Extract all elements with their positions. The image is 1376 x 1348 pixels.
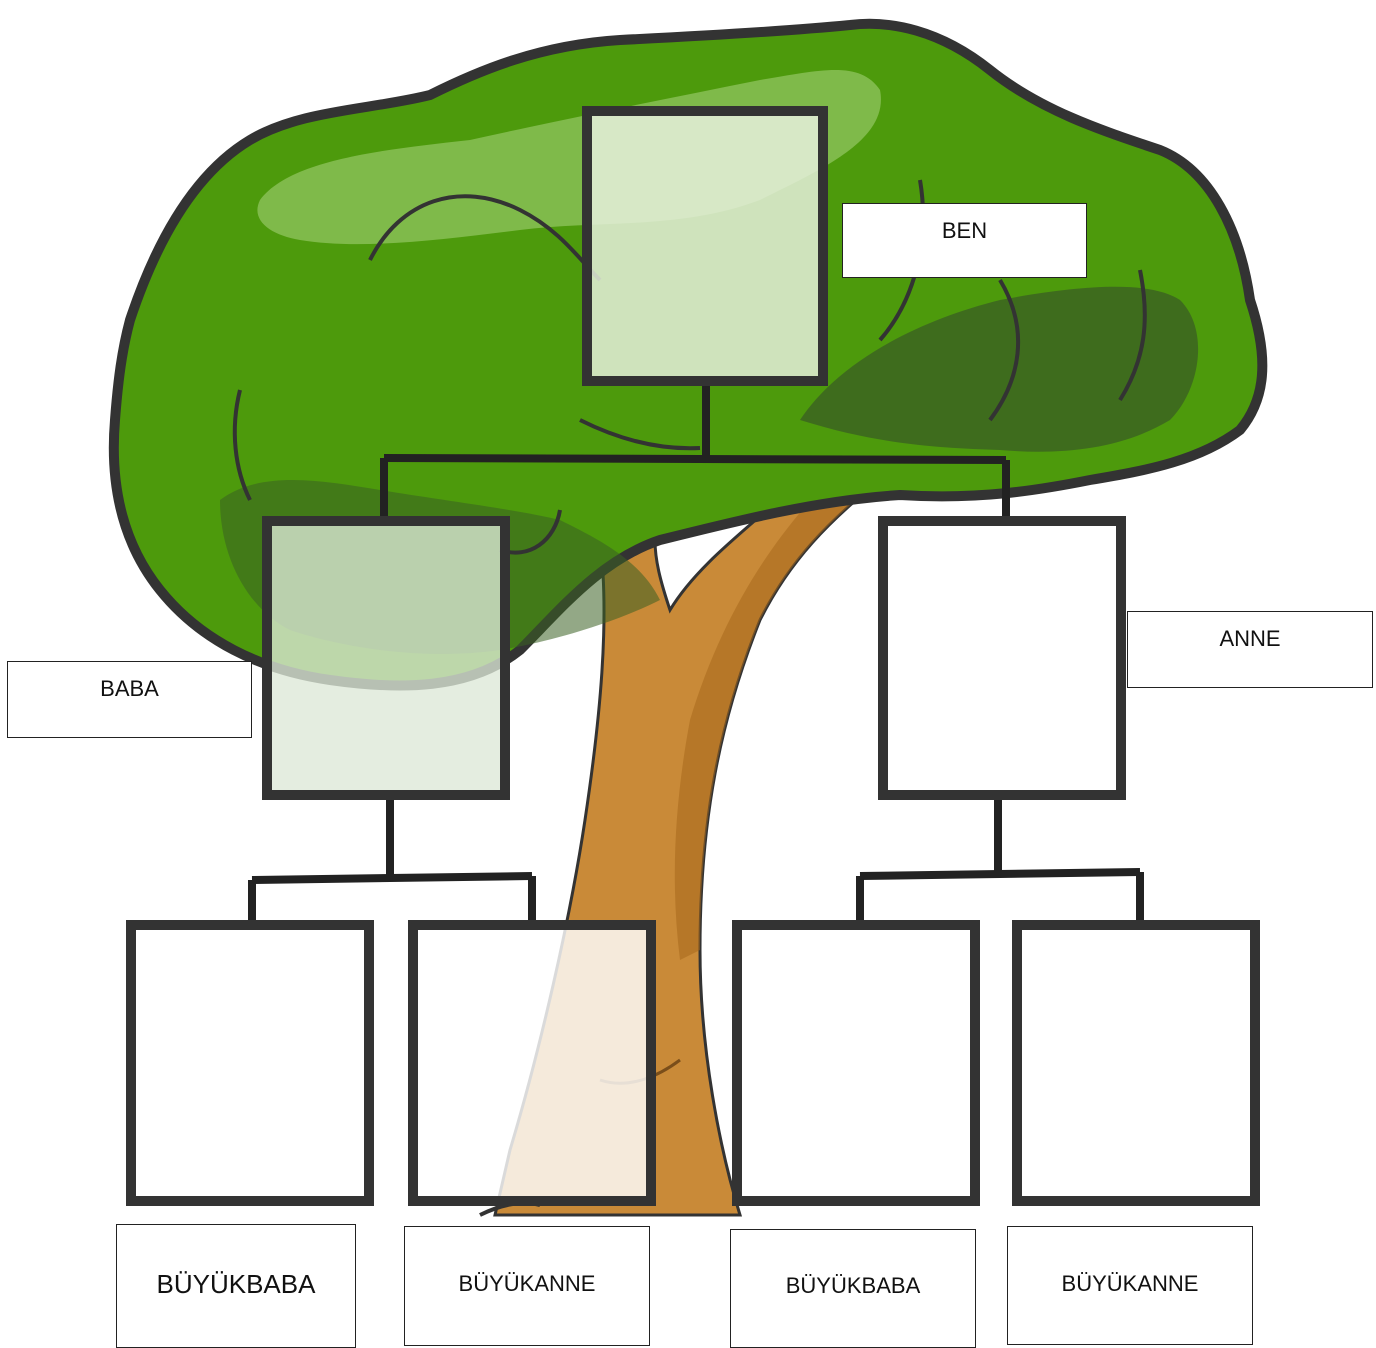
- label-grandfather-paternal: BÜYÜKBABA: [116, 1224, 356, 1348]
- label-grandfather-maternal: BÜYÜKBABA: [730, 1229, 976, 1348]
- label-baba-text: BABA: [100, 676, 159, 701]
- label-ben: BEN: [842, 203, 1087, 278]
- photo-frame-baba: [262, 516, 510, 800]
- photo-frame-grandfather-paternal: [126, 920, 374, 1206]
- label-grandmother-maternal-text: BÜYÜKANNE: [1061, 1271, 1199, 1296]
- photo-frame-grandmother-paternal: [408, 920, 656, 1206]
- connector-lines: [248, 385, 1144, 928]
- label-baba: BABA: [7, 661, 252, 738]
- label-ben-text: BEN: [941, 218, 988, 243]
- photo-frame-grandfather-maternal: [732, 920, 980, 1206]
- label-grandmother-paternal: BÜYÜKANNE: [404, 1226, 650, 1346]
- label-grandfather-paternal-text: BÜYÜKBABA: [156, 1269, 316, 1299]
- label-grandfather-maternal-text: BÜYÜKBABA: [785, 1273, 921, 1298]
- label-anne: ANNE: [1127, 611, 1373, 688]
- label-grandmother-maternal: BÜYÜKANNE: [1007, 1226, 1253, 1345]
- label-grandmother-paternal-text: BÜYÜKANNE: [458, 1271, 596, 1296]
- photo-frame-ben: [582, 106, 828, 386]
- label-anne-text: ANNE: [1219, 626, 1281, 651]
- photo-frame-grandmother-maternal: [1012, 920, 1260, 1206]
- photo-frame-anne: [878, 516, 1126, 800]
